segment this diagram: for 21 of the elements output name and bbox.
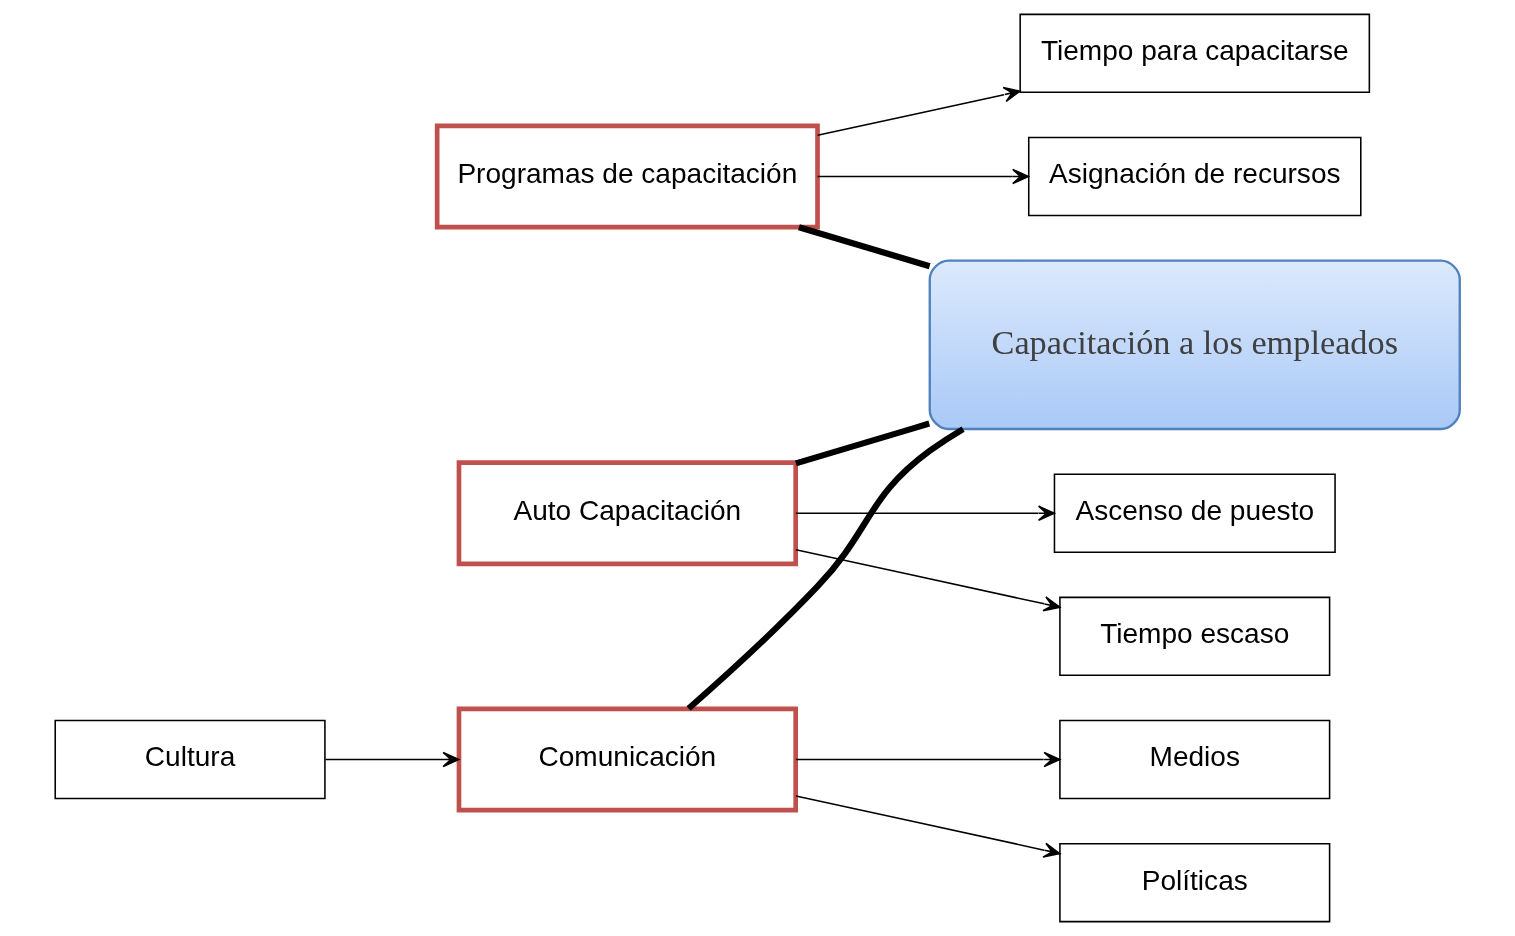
node-box: Medios <box>1059 719 1331 800</box>
node-box: Tiempo para capacitarse <box>1019 13 1371 94</box>
arrow <box>795 548 1061 612</box>
arrow <box>816 168 1030 185</box>
connector <box>795 420 931 467</box>
node-box: Programas de capacitación <box>434 123 820 230</box>
arrow <box>795 795 1061 858</box>
node-box: Auto Capacitación <box>456 460 799 567</box>
connector <box>798 224 931 270</box>
node-box: Políticas <box>1059 842 1331 923</box>
node-box: Comunicación <box>456 706 799 813</box>
connector <box>686 426 965 711</box>
arrow <box>795 505 1055 521</box>
node-box: Tiempo escaso <box>1059 596 1331 677</box>
node-box: Cultura <box>54 719 326 800</box>
node-box: Capacitación a los empleados <box>928 259 1461 431</box>
node-box: Asignación de recursos <box>1027 136 1362 217</box>
arrow <box>816 86 1021 137</box>
arrow <box>324 751 460 768</box>
arrow <box>795 751 1061 768</box>
node-box: Ascenso de puesto <box>1053 473 1336 553</box>
